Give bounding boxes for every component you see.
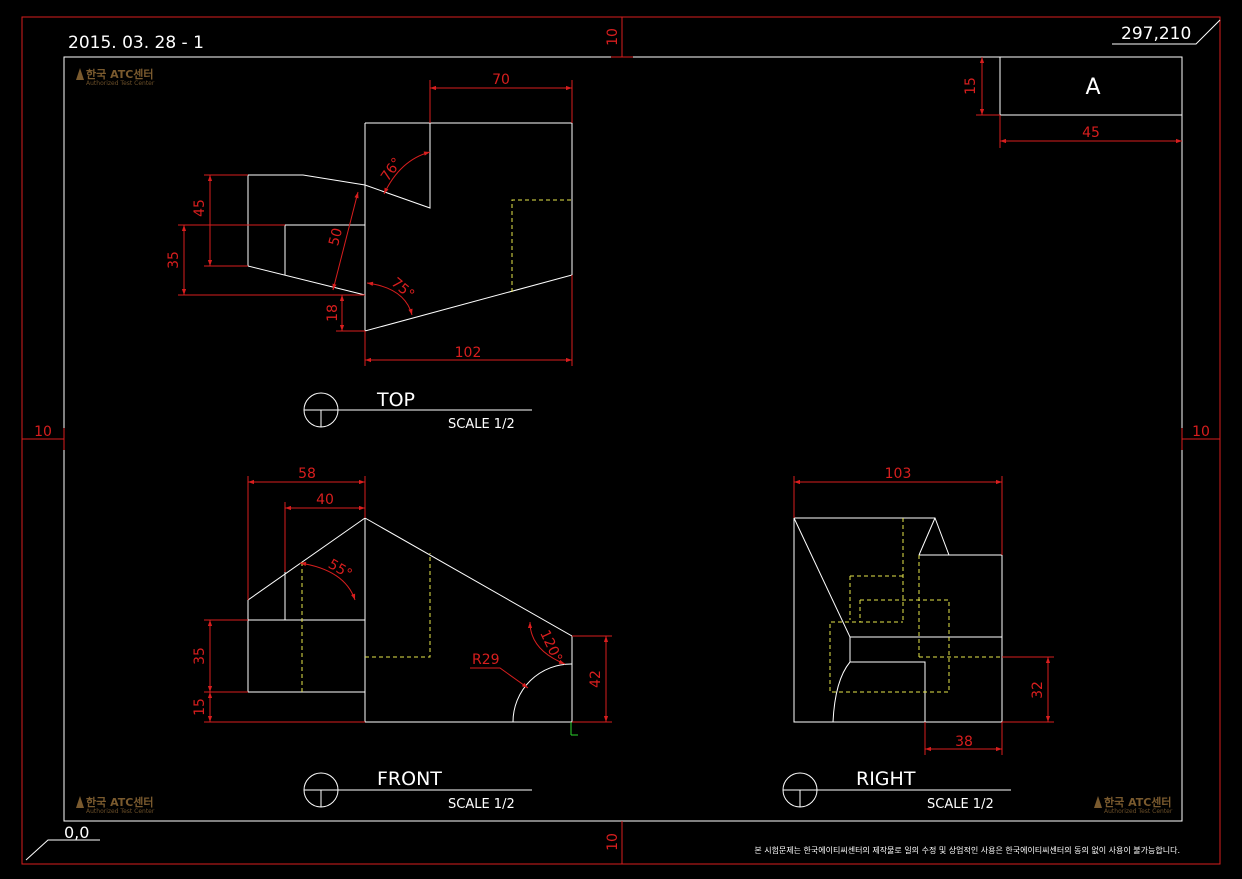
sheet-size-label: 297,210	[1121, 24, 1191, 44]
svg-text:SCALE 1/2: SCALE 1/2	[448, 797, 515, 812]
svg-text:70: 70	[492, 72, 510, 88]
svg-text:18: 18	[325, 304, 341, 322]
title-box-width-dim: 45	[1082, 125, 1100, 141]
title-box-height-dim: 15	[963, 77, 979, 95]
title-box-letter: A	[1085, 75, 1100, 100]
svg-text:TOP: TOP	[376, 389, 415, 411]
inner-border	[63, 56, 1183, 822]
right-view-dims: 103 32 38	[793, 466, 1054, 755]
svg-text:102: 102	[455, 345, 482, 361]
top-view-dims: 70 45 35 18 50 102 76° 75°	[166, 72, 573, 366]
svg-text:Authorized Test Center: Authorized Test Center	[86, 80, 155, 87]
margin-left-label: 10	[34, 424, 52, 440]
logo-top-left: 한국 ATC센터 Authorized Test Center	[76, 67, 155, 87]
svg-text:45: 45	[192, 199, 208, 217]
svg-text:35: 35	[166, 251, 182, 269]
title-box: A 15 45	[963, 56, 1183, 148]
margin-top-label: 10	[605, 28, 621, 46]
svg-text:40: 40	[316, 492, 334, 508]
svg-text:50: 50	[326, 226, 346, 247]
top-view-label: TOP SCALE 1/2	[303, 389, 532, 432]
logo-icon	[76, 796, 84, 808]
margin-dims: 10 10 10 10	[21, 16, 1221, 865]
svg-text:R29: R29	[472, 652, 500, 668]
svg-text:55°: 55°	[325, 556, 355, 582]
top-view	[247, 122, 573, 332]
svg-text:120°: 120°	[536, 628, 565, 665]
svg-text:한국 ATC센터: 한국 ATC센터	[1104, 795, 1172, 809]
front-view	[247, 517, 578, 736]
svg-text:RIGHT: RIGHT	[856, 768, 916, 790]
logo-icon	[1094, 796, 1102, 808]
svg-text:한국 ATC센터: 한국 ATC센터	[86, 67, 154, 81]
front-view-label: FRONT SCALE 1/2	[303, 768, 532, 812]
svg-text:FRONT: FRONT	[377, 768, 442, 790]
svg-text:15: 15	[192, 698, 208, 716]
date-label: 2015. 03. 28 - 1	[68, 33, 204, 53]
svg-text:75°: 75°	[388, 275, 417, 303]
svg-text:Authorized Test Center: Authorized Test Center	[1104, 808, 1173, 815]
logo-bottom-left: 한국 ATC센터 Authorized Test Center	[76, 795, 155, 815]
svg-text:Authorized Test Center: Authorized Test Center	[86, 808, 155, 815]
svg-text:42: 42	[588, 670, 604, 688]
outer-border	[21, 16, 1221, 865]
svg-text:103: 103	[885, 466, 912, 482]
svg-text:32: 32	[1030, 681, 1046, 699]
sheet-frame	[21, 16, 1221, 865]
right-view	[793, 517, 1003, 723]
footer-note: 본 시험문제는 한국에이티씨센터의 제작물로 일의 수정 및 상업적인 사용은 …	[754, 845, 1180, 855]
svg-text:76°: 76°	[378, 155, 405, 185]
margin-right-label: 10	[1192, 424, 1210, 440]
right-view-label: RIGHT SCALE 1/2	[782, 768, 1011, 812]
svg-text:SCALE 1/2: SCALE 1/2	[448, 417, 515, 432]
svg-text:35: 35	[192, 647, 208, 665]
svg-text:58: 58	[298, 466, 316, 482]
svg-text:한국 ATC센터: 한국 ATC센터	[86, 795, 154, 809]
svg-text:38: 38	[955, 734, 973, 750]
margin-bottom-label: 10	[605, 833, 621, 851]
logo-bottom-right: 한국 ATC센터 Authorized Test Center	[1094, 795, 1173, 815]
svg-text:SCALE 1/2: SCALE 1/2	[927, 797, 994, 812]
logo-icon	[76, 68, 84, 80]
front-view-dims: 58 40 35 15 42 R29 55° 120°	[192, 466, 612, 723]
origin-label: 0,0	[64, 823, 89, 842]
